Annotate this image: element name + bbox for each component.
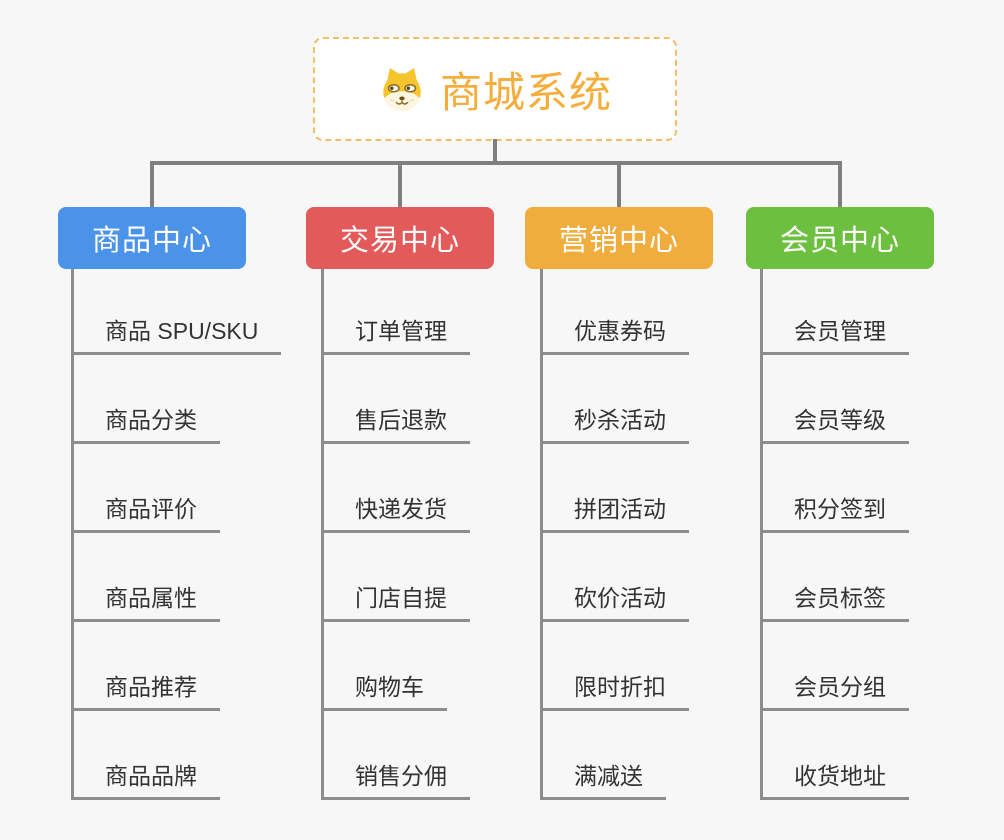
connector-horizontal-bar xyxy=(150,161,842,165)
child-node[interactable]: 销售分佣 xyxy=(321,750,470,800)
connector-drop-member xyxy=(838,161,842,209)
spine-marketing-center xyxy=(540,269,543,800)
child-node[interactable]: 商品推荐 xyxy=(71,661,220,711)
child-node[interactable]: 限时折扣 xyxy=(540,661,689,711)
child-node[interactable]: 商品分类 xyxy=(71,394,220,444)
child-node[interactable]: 会员分组 xyxy=(760,661,909,711)
child-node[interactable]: 售后退款 xyxy=(321,394,470,444)
child-node[interactable]: 购物车 xyxy=(321,661,447,711)
child-node[interactable]: 会员标签 xyxy=(760,572,909,622)
root-node[interactable]: 商城系统 xyxy=(313,37,677,141)
child-node[interactable]: 会员管理 xyxy=(760,305,909,355)
child-node[interactable]: 订单管理 xyxy=(321,305,470,355)
spine-product-center xyxy=(71,269,74,800)
child-node[interactable]: 商品评价 xyxy=(71,483,220,533)
child-node[interactable]: 会员等级 xyxy=(760,394,909,444)
child-node[interactable]: 快递发货 xyxy=(321,483,470,533)
branch-node-member-center[interactable]: 会员中心 xyxy=(746,207,934,269)
connector-drop-trade xyxy=(398,161,402,209)
child-node[interactable]: 秒杀活动 xyxy=(540,394,689,444)
root-title: 商城系统 xyxy=(439,68,612,116)
child-node[interactable]: 收货地址 xyxy=(760,750,909,800)
child-node[interactable]: 拼团活动 xyxy=(540,483,689,533)
dog-face-icon xyxy=(378,65,426,113)
branch-node-marketing-center[interactable]: 营销中心 xyxy=(525,207,713,269)
child-node[interactable]: 满减送 xyxy=(540,750,666,800)
spine-trade-center xyxy=(321,269,324,800)
connector-drop-marketing xyxy=(617,161,621,209)
child-node[interactable]: 门店自提 xyxy=(321,572,470,622)
child-node[interactable]: 积分签到 xyxy=(760,483,909,533)
child-node[interactable]: 商品 SPU/SKU xyxy=(71,305,282,355)
branch-node-trade-center[interactable]: 交易中心 xyxy=(306,207,494,269)
child-node[interactable]: 优惠券码 xyxy=(540,305,689,355)
branch-node-product-center[interactable]: 商品中心 xyxy=(58,207,246,269)
spine-member-center xyxy=(760,269,763,800)
child-node[interactable]: 商品属性 xyxy=(71,572,220,622)
connector-drop-product xyxy=(150,161,154,209)
child-node[interactable]: 砍价活动 xyxy=(540,572,689,622)
connector-root-stem xyxy=(493,139,497,165)
child-node[interactable]: 商品品牌 xyxy=(71,750,220,800)
